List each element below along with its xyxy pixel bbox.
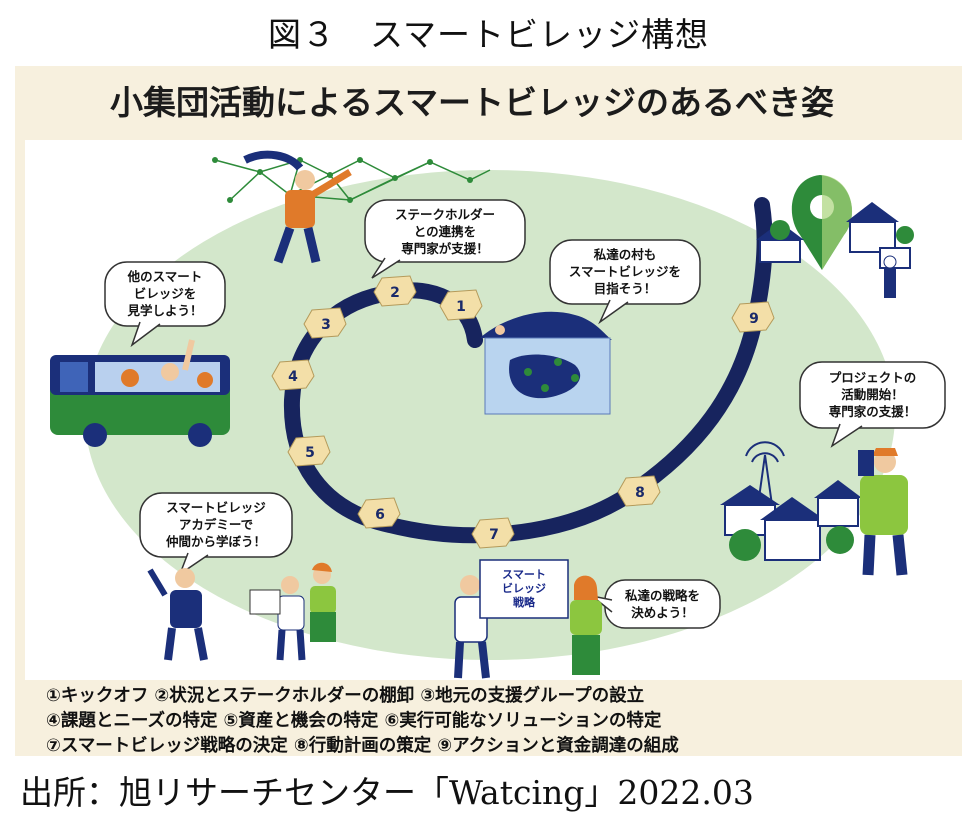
bubble-visit (104, 261, 226, 348)
step-legend: ①キックオフ ②状況とステークホルダーの棚卸 ③地元の支援グループの設立 ④課題… (46, 684, 679, 759)
bubble-stakeholder-line-2: との連携を (413, 224, 477, 239)
bubble-project (799, 361, 946, 448)
step-marker-5: 5 (287, 435, 331, 467)
strategy-team-figures (454, 559, 602, 679)
academy-people-figures (147, 562, 336, 661)
step-marker-3: 3 (303, 307, 347, 339)
figure-title: 図３ スマートビレッジ構想 (267, 15, 709, 54)
step-number-6: 6 (375, 507, 385, 523)
bubble-visit-line-1: 他のスマート (127, 269, 203, 284)
strategy-sign (479, 559, 569, 619)
bubble-academy-line-2: アカデミーで (178, 517, 254, 532)
legend-line-1: ①キックオフ ②状況とステークホルダーの棚卸 ③地元の支援グループの設立 (46, 686, 645, 706)
step-marker-8: 8 (617, 475, 661, 507)
panel-title: 小集団活動によるスマートビレッジのあるべき姿 (110, 83, 835, 122)
bubble-visit-line-3: 見学しよう！ (127, 303, 203, 318)
bubble-academy-text: スマートビレッジ アカデミーで 仲間から学ぼう！ (140, 499, 292, 550)
bubble-village-line-3: 目指そう！ (593, 281, 657, 296)
bubble-project-line-2: 活動開始！ (841, 387, 904, 402)
map-illustration (480, 311, 612, 415)
step-number-4: 4 (288, 369, 298, 385)
step-marker-7: 7 (471, 517, 515, 549)
man-with-phone-figure (858, 448, 908, 576)
village-houses-top (756, 202, 914, 298)
legend-line-2: ④課題とニーズの特定 ⑤資産と機会の特定 ⑥実行可能なソリューションの特定 (46, 711, 662, 731)
bubble-academy-line-3: 仲間から学ぼう！ (165, 534, 266, 549)
bubble-project-line-1: プロジェクトの (828, 370, 917, 385)
step-marker-1: 1 (439, 289, 483, 321)
step-number-1: 1 (456, 299, 466, 315)
bubble-strategy-line-1: 私達の戦略を (624, 588, 700, 603)
bubble-village-text: 私達の村も スマートビレッジを 目指そう！ (550, 246, 700, 297)
bus-illustration (50, 339, 230, 447)
step-number-7: 7 (489, 527, 499, 543)
step-number-9: 9 (749, 311, 759, 327)
step-marker-4: 4 (271, 359, 315, 391)
bubble-stakeholder-text: ステークホルダー との連携を 専門家が支援！ (365, 206, 525, 257)
sign-line-2: ビレッジ (502, 581, 546, 595)
bubble-village-line-1: 私達の村も (593, 247, 657, 262)
bubble-visit-text: 他のスマート ビレッジを 見学しよう！ (105, 268, 225, 319)
sign-line-3: 戦略 (513, 595, 536, 609)
bubble-stakeholder (364, 199, 526, 279)
bubble-strategy-text: 私達の戦略を 決めよう！ (605, 587, 720, 621)
bubble-visit-line-2: ビレッジを (133, 286, 197, 301)
bubble-project-line-3: 専門家の支援！ (828, 404, 917, 419)
step-number-5: 5 (305, 445, 315, 461)
legend-line-3: ⑦スマートビレッジ戦略の決定 ⑧行動計画の策定 ⑨アクションと資金調達の組成 (46, 736, 679, 756)
bubble-strategy (591, 579, 721, 629)
sign-line-1: スマート (502, 568, 546, 581)
village-houses-bottom (720, 441, 862, 561)
woman-network-figure (212, 150, 491, 264)
step-number-3: 3 (321, 317, 331, 333)
step-number-2: 2 (390, 285, 400, 301)
step-marker-6: 6 (357, 497, 401, 529)
bubble-project-text: プロジェクトの 活動開始！ 専門家の支援！ (800, 369, 945, 420)
location-pin-icon (791, 175, 853, 270)
step-marker-9: 9 (731, 301, 775, 333)
step-number-8: 8 (635, 485, 645, 501)
bubble-strategy-line-2: 決めよう！ (631, 605, 694, 620)
bubble-stakeholder-line-1: ステークホルダー (394, 207, 495, 222)
step-marker-2: 2 (373, 275, 417, 307)
bubble-village (549, 239, 701, 325)
bubble-stakeholder-line-3: 専門家が支援！ (401, 241, 489, 256)
roadmap-path (283, 197, 773, 544)
bubble-village-line-2: スマートビレッジを (568, 264, 682, 279)
source-citation: 出所：旭リサーチセンター「Watcing」2022.03 (20, 773, 754, 812)
bubble-academy-line-1: スマートビレッジ (166, 500, 266, 515)
